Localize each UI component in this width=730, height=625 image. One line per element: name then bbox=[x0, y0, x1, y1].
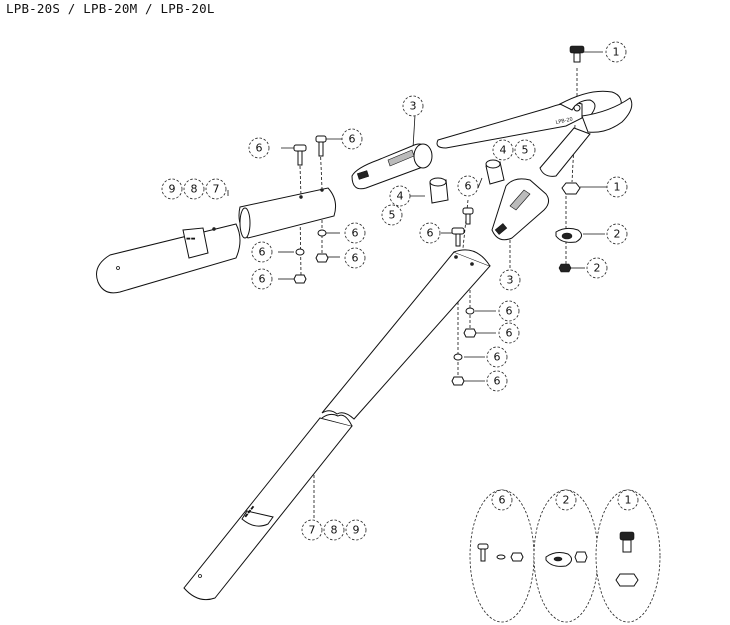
callout-6-nut-long-b: 6 bbox=[486, 370, 508, 392]
svg-text:7: 7 bbox=[309, 524, 316, 537]
callout-6-bolt-left: 6 bbox=[248, 137, 270, 159]
callout-6-washer-long-a: 6 bbox=[498, 300, 520, 322]
svg-text:1: 1 bbox=[613, 46, 620, 59]
short-handle-tube: ▬▬ bbox=[96, 223, 241, 294]
svg-text:9: 9 bbox=[353, 524, 360, 537]
callout-1-top-bolt: 1 bbox=[605, 41, 627, 63]
svg-text:6: 6 bbox=[352, 252, 359, 265]
svg-text:9: 9 bbox=[169, 183, 176, 196]
svg-text:6: 6 bbox=[259, 273, 266, 286]
callout-2-nut: 2 bbox=[586, 257, 608, 279]
svg-text:4: 4 bbox=[397, 190, 404, 203]
callout-3-upper-grip: 3 bbox=[402, 95, 424, 117]
callout-6-mid-bolt-top: 6 bbox=[457, 175, 479, 197]
svg-text:1: 1 bbox=[614, 181, 621, 194]
svg-text:6: 6 bbox=[349, 133, 356, 146]
hardware-bolts bbox=[293, 135, 477, 386]
callout-7-long: 7 bbox=[301, 519, 323, 541]
callout-9-short: 9 bbox=[161, 178, 183, 200]
svg-text:8: 8 bbox=[191, 183, 198, 196]
callout-8-long: 8 bbox=[323, 519, 345, 541]
kit-2-parts bbox=[545, 551, 588, 567]
callout-6-mid-bolt-left: 6 bbox=[419, 222, 441, 244]
callout-6-washer-long-b: 6 bbox=[486, 346, 508, 368]
short-handle-connector-tube bbox=[238, 187, 336, 239]
long-handle-lower-tube: ▬▬▬ bbox=[183, 413, 353, 601]
grip-lower bbox=[491, 178, 550, 241]
ferrule-right bbox=[485, 159, 505, 185]
blade-assembly: LPB-20 bbox=[436, 45, 633, 177]
ferrule-left bbox=[429, 177, 449, 204]
callout-9-long: 9 bbox=[345, 519, 367, 541]
callout-6-nut-short-right: 6 bbox=[344, 247, 366, 269]
callout-4-right-ferrule: 4 bbox=[492, 139, 514, 161]
kit-1-parts bbox=[615, 531, 639, 587]
svg-text:6: 6 bbox=[256, 142, 263, 155]
svg-text:2: 2 bbox=[594, 262, 601, 275]
callout-4-left-ferrule: 4 bbox=[389, 185, 411, 207]
diagram-title: LPB-20S / LPB-20M / LPB-20L bbox=[6, 1, 215, 16]
svg-text:5: 5 bbox=[522, 144, 529, 157]
svg-text:6: 6 bbox=[352, 227, 359, 240]
pivot-hardware bbox=[555, 182, 582, 273]
callout-8-short: 8 bbox=[183, 178, 205, 200]
callout-3-lower-grip: 3 bbox=[499, 269, 521, 291]
svg-text:6: 6 bbox=[494, 351, 501, 364]
svg-text:6: 6 bbox=[259, 246, 266, 259]
callout-6-bolt-right: 6 bbox=[341, 128, 363, 150]
svg-text:3: 3 bbox=[507, 274, 514, 287]
svg-text:6: 6 bbox=[506, 305, 513, 318]
svg-text:6: 6 bbox=[499, 494, 506, 507]
callout-6-nut-short-left: 6 bbox=[251, 268, 273, 290]
callout-5-right-ferrule: 5 bbox=[514, 139, 536, 161]
callouts: 1 3 6 6 9 8 7 4 5 4 5 6 1 6 6 6 6 6 2 2 … bbox=[161, 41, 639, 541]
callout-6-washer-short-left: 6 bbox=[251, 241, 273, 263]
svg-text:6: 6 bbox=[465, 180, 472, 193]
svg-text:2: 2 bbox=[563, 494, 570, 507]
svg-text:1: 1 bbox=[625, 494, 632, 507]
svg-text:5: 5 bbox=[389, 209, 396, 222]
svg-text:4: 4 bbox=[500, 144, 507, 157]
callout-kit-2: 2 bbox=[555, 489, 577, 511]
svg-text:▬▬: ▬▬ bbox=[186, 236, 196, 242]
callout-6-nut-long-a: 6 bbox=[498, 322, 520, 344]
svg-text:6: 6 bbox=[506, 327, 513, 340]
callout-7-short: 7 bbox=[205, 178, 227, 200]
callout-6-washer-short-right: 6 bbox=[344, 222, 366, 244]
callout-1-nut: 1 bbox=[606, 176, 628, 198]
grip-upper bbox=[351, 143, 433, 190]
callout-5-left-ferrule: 5 bbox=[381, 204, 403, 226]
svg-text:6: 6 bbox=[494, 375, 501, 388]
svg-text:2: 2 bbox=[614, 228, 621, 241]
kit-6-parts bbox=[477, 543, 524, 562]
callout-2-washer: 2 bbox=[606, 223, 628, 245]
svg-text:8: 8 bbox=[331, 524, 338, 537]
svg-text:6: 6 bbox=[427, 227, 434, 240]
callout-kit-1: 1 bbox=[617, 489, 639, 511]
svg-text:7: 7 bbox=[213, 183, 220, 196]
long-handle-upper-tube bbox=[321, 249, 491, 420]
blade-model-mark: LPB-20 bbox=[555, 116, 573, 125]
svg-text:3: 3 bbox=[410, 100, 417, 113]
callout-kit-6: 6 bbox=[491, 489, 513, 511]
